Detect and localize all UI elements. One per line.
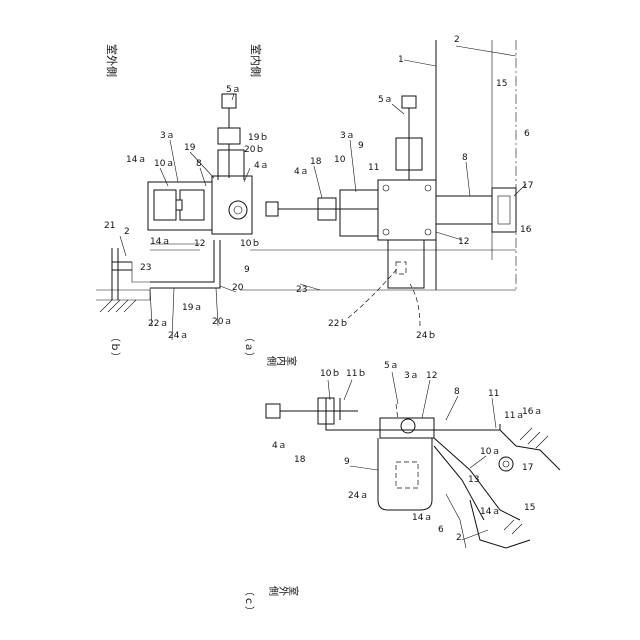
screw-nut-b <box>218 128 240 144</box>
label-b-3a: 3ａ <box>160 131 175 141</box>
block-a <box>378 180 436 240</box>
label-c-3a: 3ａ <box>404 371 419 381</box>
label-c-6: 6 <box>438 525 444 535</box>
label-c-14a-left: 14ａ <box>412 513 432 523</box>
label-c-17: 17 <box>522 463 533 473</box>
label-c-4a: 4ａ <box>272 441 287 451</box>
label-b-5a: 5ａ <box>226 85 241 95</box>
label-b-24a: 24ａ <box>168 331 188 341</box>
label-c-2: 2 <box>456 533 462 543</box>
screw-head-c <box>266 404 280 418</box>
label-c-11b: 11ｂ <box>346 368 366 379</box>
label-a-9: 9 <box>358 141 364 151</box>
screw-head-a-top <box>402 96 416 108</box>
label-a-10: 10 <box>334 155 346 165</box>
label-c-10a: 10ａ <box>480 447 500 457</box>
view-c: 10ｂ 11ｂ 5ａ 3ａ 12 8 4ａ 11 11ａ 16ａ 10ａ 17 … <box>243 356 560 616</box>
plate-24a <box>378 438 432 510</box>
block-c <box>380 418 434 438</box>
label-c-5a: 5ａ <box>384 361 399 371</box>
part-17-c <box>499 457 513 471</box>
label-a-18: 18 <box>310 157 322 167</box>
label-b-23: 23 <box>140 263 151 273</box>
bracket-a <box>340 190 378 236</box>
label-a-16: 16 <box>520 225 532 235</box>
label-c-12: 12 <box>426 371 437 381</box>
label-a-8: 8 <box>462 153 468 163</box>
label-b-4a: 4ａ <box>254 161 269 171</box>
side-label-c-indoor: 室 内 側 <box>265 356 298 366</box>
view-b: 5ａ 3ａ 19ｂ 19 14ａ 10ａ 8 4ａ 20ｂ 10ｂ 12 14ａ… <box>96 44 269 362</box>
view-label-c: （ｃ） <box>243 586 255 616</box>
label-a-12: 12 <box>458 237 469 247</box>
label-a-15: 15 <box>496 79 507 89</box>
label-c-16a: 16ａ <box>522 407 542 417</box>
label-a-23: 23 <box>296 285 307 295</box>
label-c-14a-right: 14ａ <box>480 507 500 517</box>
label-b-14a-top: 14ａ <box>126 155 146 165</box>
label-a-3a: 3ａ <box>340 131 355 141</box>
label-c-8: 8 <box>454 387 460 397</box>
label-c-15: 15 <box>524 503 535 513</box>
svg-text:側: 側 <box>265 356 278 366</box>
label-b-20a: 20ａ <box>212 317 232 327</box>
label-c-13: 13 <box>468 475 479 485</box>
bolt-c <box>401 419 415 433</box>
label-b-9: 9 <box>244 265 250 275</box>
frame-21 <box>112 248 132 300</box>
label-a-2: 2 <box>454 35 460 45</box>
bolt-b <box>229 201 247 219</box>
label-b-21: 21 <box>104 221 115 231</box>
side-label-a-indoor: 室内側 <box>249 44 263 77</box>
side-label-c-outdoor: 室 外 側 <box>267 586 300 596</box>
label-c-24a: 24ａ <box>348 491 368 501</box>
label-c-10b: 10ｂ <box>320 368 340 379</box>
label-a-1: 1 <box>398 55 404 65</box>
label-a-11: 11 <box>368 163 379 173</box>
view-a: 2 1 15 6 5ａ 3ａ 18 4ａ 10 9 11 8 17 16 12 … <box>240 35 533 362</box>
part-16-17 <box>492 188 516 232</box>
label-b-20: 20 <box>232 283 244 293</box>
label-b-10b: 10ｂ <box>240 238 260 249</box>
label-a-4a: 4ａ <box>294 167 309 177</box>
side-label-b-outdoor: 室外側 <box>105 44 119 77</box>
label-b-12: 12 <box>194 239 205 249</box>
label-b-20b: 20ｂ <box>244 144 264 155</box>
label-a-24b: 24ｂ <box>416 330 436 341</box>
view-label-a: （ａ） <box>243 332 255 362</box>
screw-head-b <box>222 94 236 108</box>
label-b-19a: 19ａ <box>182 303 202 313</box>
label-a-6: 6 <box>524 129 530 139</box>
view-label-b: （ｂ） <box>109 332 121 362</box>
label-b-14a-mid: 14ａ <box>150 237 170 247</box>
label-b-19: 19 <box>184 143 196 153</box>
label-b-10a: 10ａ <box>154 159 174 169</box>
label-a-5a: 5ａ <box>378 95 393 105</box>
label-c-18: 18 <box>294 455 306 465</box>
label-c-11: 11 <box>488 389 499 399</box>
label-c-9: 9 <box>344 457 350 467</box>
label-b-2: 2 <box>124 227 130 237</box>
svg-text:側: 側 <box>267 586 280 596</box>
label-b-22a: 22ａ <box>148 319 168 329</box>
label-a-22b: 22ｂ <box>328 318 348 329</box>
label-b-19b: 19ｂ <box>248 132 268 143</box>
screw-head-a <box>266 202 278 216</box>
